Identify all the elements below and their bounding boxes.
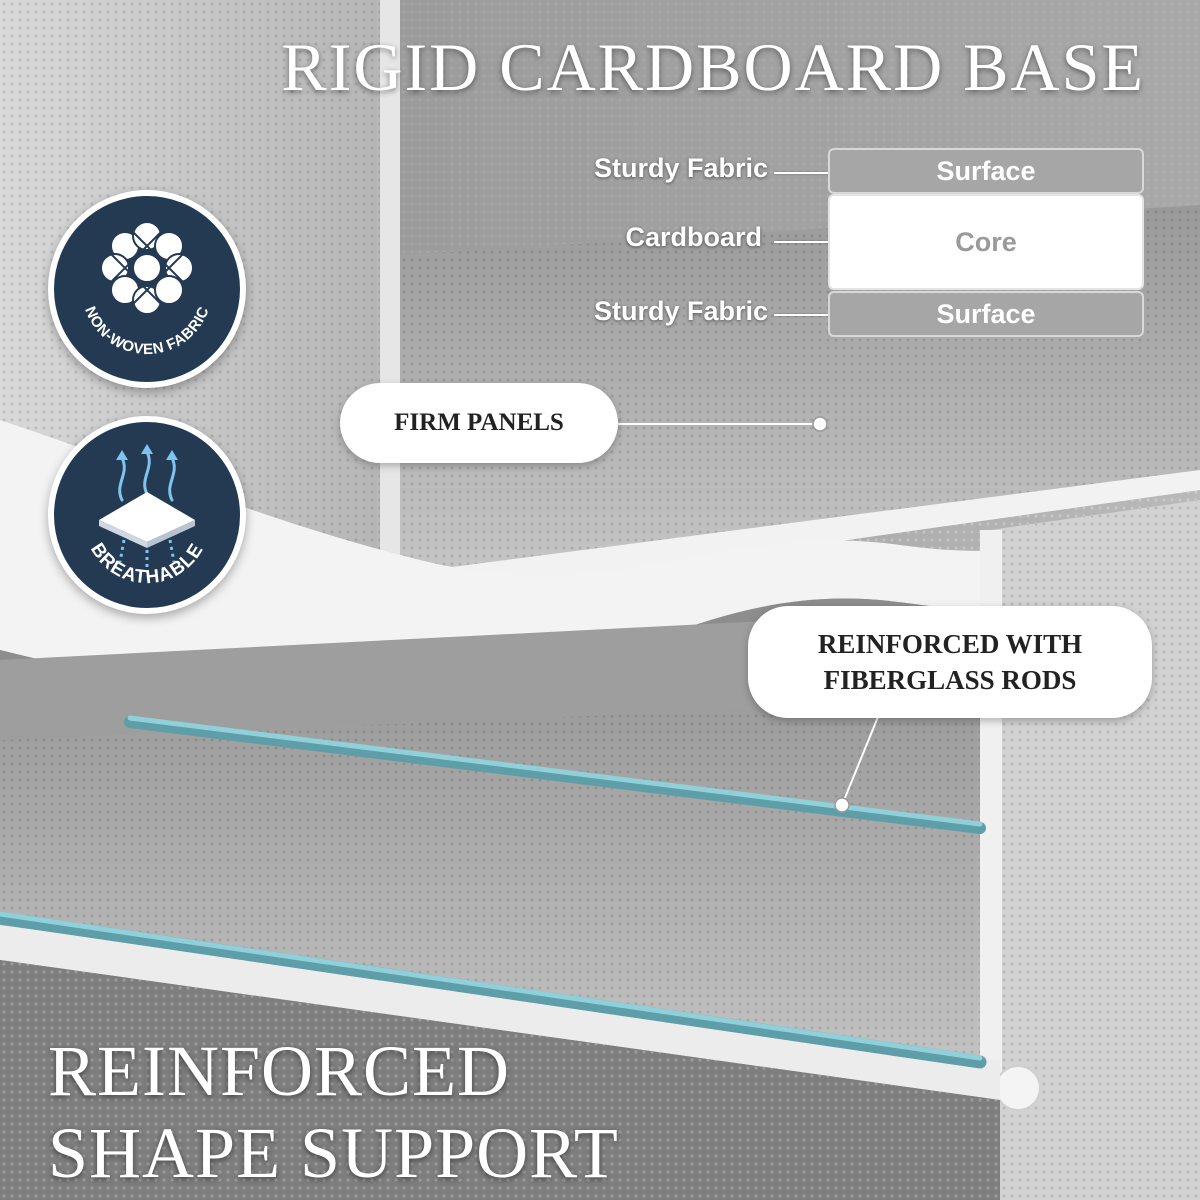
layer-connector-core [774, 241, 828, 243]
layer-box-bottom-surface: Surface [828, 291, 1144, 337]
callout-fiberglass-line-2: FIBERGLASS RODS [823, 665, 1077, 695]
headline-rigid-base: RIGID CARDBOARD BASE [281, 29, 1145, 105]
headline-reinforced-support: REINFORCED SHAPE SUPPORT [48, 1030, 619, 1194]
headline-bottom-line-1: REINFORCED [48, 1031, 511, 1111]
callout-fiberglass-line-1: REINFORCED WITH [817, 629, 1083, 659]
badge-breathable: BREATHABLE [48, 416, 246, 614]
layer-label-bottom: Sturdy Fabric [593, 296, 768, 326]
woven-fabric-icon [100, 221, 194, 315]
badge-non-woven-fabric: NON-WOVEN FABRIC [48, 190, 246, 388]
layer-box-top-surface: Surface [828, 148, 1144, 194]
airflow-icon [99, 444, 195, 570]
callout-fiberglass-rods: REINFORCED WITH FIBERGLASS RODS [748, 606, 1152, 718]
layer-box-core: Core [828, 194, 1144, 290]
layer-connector-bottom [774, 314, 828, 316]
callout-firm-panels: FIRM PANELS [340, 383, 618, 463]
headline-bottom-line-2: SHAPE SUPPORT [48, 1113, 619, 1193]
fiberglass-pointer-dot [834, 797, 850, 813]
fiberglass-rod-lower [0, 911, 987, 1069]
layer-connector-top [774, 172, 828, 174]
firm-panels-pointer-dot [812, 416, 828, 432]
layer-label-core: Cardboard [625, 222, 762, 252]
layer-label-top: Sturdy Fabric [593, 153, 768, 183]
